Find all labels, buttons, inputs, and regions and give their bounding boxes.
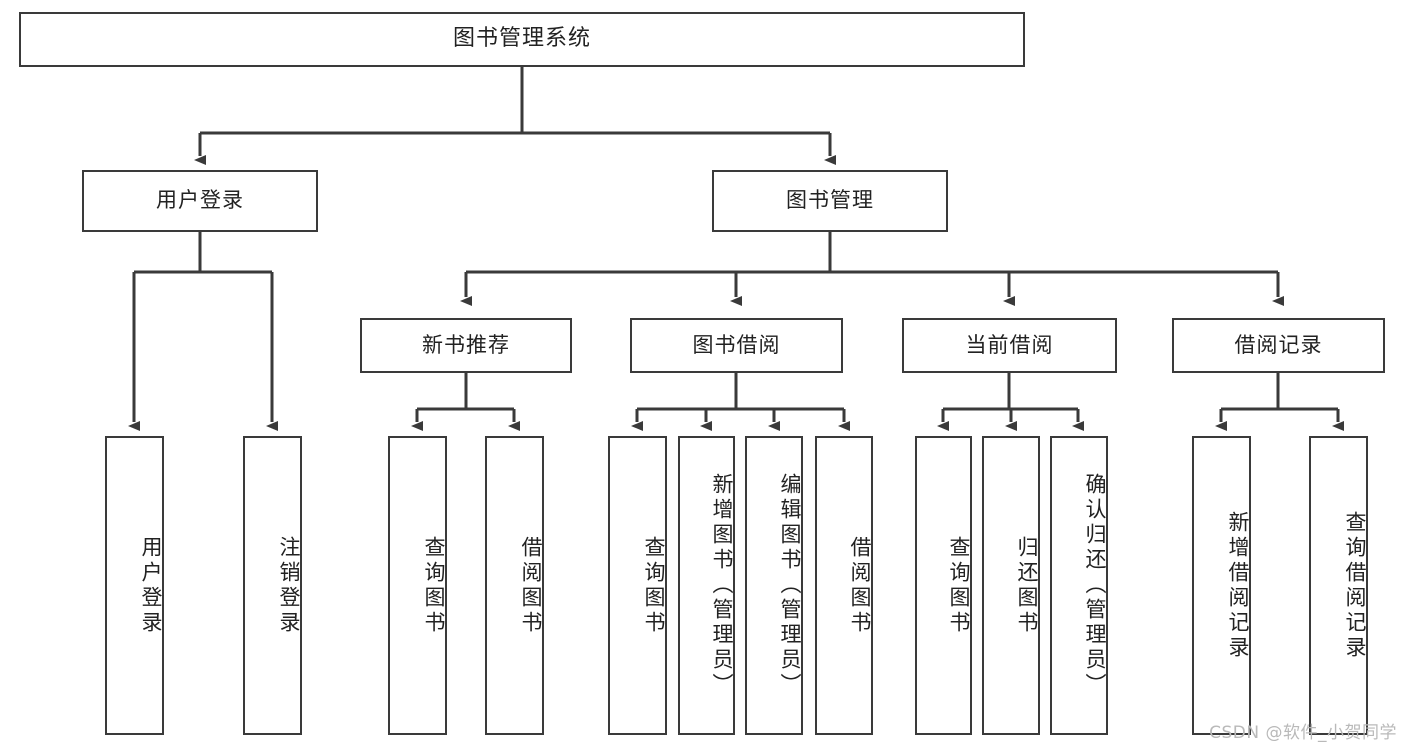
node-book-borrow[interactable]: 图书借阅: [630, 318, 843, 373]
node-current-borrow[interactable]: 当前借阅: [902, 318, 1117, 373]
node-root-label: 图书管理系统: [452, 26, 591, 52]
node-leaf-borrow-book-1[interactable]: 借阅图书: [485, 436, 544, 735]
node-book-manage[interactable]: 图书管理: [712, 170, 948, 232]
node-borrow-record[interactable]: 借阅记录: [1172, 318, 1385, 373]
node-new-book-recommend-label: 新书推荐: [422, 332, 510, 357]
node-leaf-add-book-label: 新增图书（管理员）: [710, 473, 734, 698]
node-leaf-logout-login-label: 注销登录: [277, 535, 301, 636]
node-book-manage-label: 图书管理: [786, 188, 874, 213]
node-leaf-add-borrow-record[interactable]: 新增借阅记录: [1192, 436, 1251, 735]
node-book-borrow-label: 图书借阅: [692, 332, 781, 357]
node-leaf-borrow-book-2-label: 借阅图书: [848, 535, 872, 636]
node-leaf-borrow-book-1-label: 借阅图书: [519, 535, 543, 636]
node-leaf-confirm-return-label: 确认归还（管理员）: [1083, 473, 1107, 698]
node-leaf-add-borrow-record-label: 新增借阅记录: [1226, 510, 1250, 661]
node-leaf-query-book-1[interactable]: 查询图书: [388, 436, 447, 735]
node-leaf-query-book-1-label: 查询图书: [422, 535, 446, 636]
node-leaf-query-book-3[interactable]: 查询图书: [915, 436, 972, 735]
node-current-borrow-label: 当前借阅: [965, 332, 1054, 357]
node-leaf-query-borrow-record-label: 查询借阅记录: [1343, 510, 1367, 661]
node-leaf-query-book-3-label: 查询图书: [947, 535, 971, 636]
node-user-login[interactable]: 用户登录: [82, 170, 318, 232]
node-leaf-return-book-label: 归还图书: [1015, 535, 1039, 636]
node-leaf-query-book-2-label: 查询图书: [642, 535, 666, 636]
node-leaf-add-book[interactable]: 新增图书（管理员）: [678, 436, 735, 735]
node-root[interactable]: 图书管理系统: [19, 12, 1025, 67]
node-leaf-return-book[interactable]: 归还图书: [982, 436, 1040, 735]
node-leaf-borrow-book-2[interactable]: 借阅图书: [815, 436, 873, 735]
node-leaf-logout-login[interactable]: 注销登录: [243, 436, 302, 735]
node-leaf-query-borrow-record[interactable]: 查询借阅记录: [1309, 436, 1368, 735]
node-leaf-query-book-2[interactable]: 查询图书: [608, 436, 667, 735]
node-leaf-user-login-label: 用户登录: [139, 535, 163, 636]
node-borrow-record-label: 借阅记录: [1234, 332, 1323, 357]
node-leaf-edit-book-label: 编辑图书（管理员）: [778, 473, 802, 698]
watermark-text: CSDN @软件_小贺同学: [1209, 723, 1397, 743]
node-new-book-recommend[interactable]: 新书推荐: [360, 318, 572, 373]
node-leaf-confirm-return[interactable]: 确认归还（管理员）: [1050, 436, 1108, 735]
node-user-login-label: 用户登录: [156, 188, 244, 213]
node-leaf-user-login[interactable]: 用户登录: [105, 436, 164, 735]
node-leaf-edit-book[interactable]: 编辑图书（管理员）: [745, 436, 803, 735]
